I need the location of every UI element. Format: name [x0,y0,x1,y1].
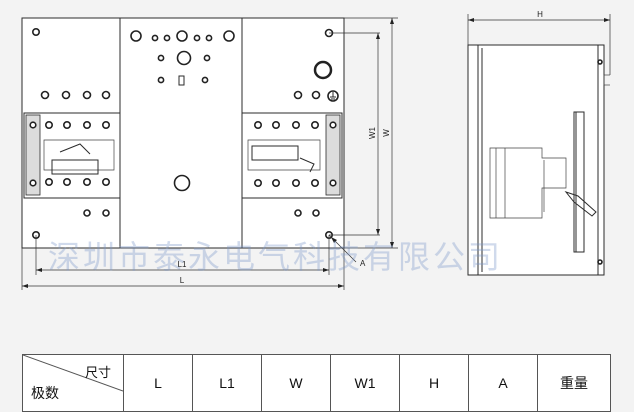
spec-table: 尺寸 极数 L L1 W W1 H A 重量 [22,354,611,412]
dim-label-a: A [360,259,366,268]
column-header-l1: L1 [192,354,262,412]
side-dimensions: H [467,10,611,75]
front-view [21,17,345,249]
column-header-weight: 重量 [537,354,611,412]
column-header-l: L [123,354,193,412]
terminal-holes-right-top [293,90,321,100]
table-header-row: 尺寸 极数 L L1 W W1 H A 重量 [22,354,611,412]
table-corner-cell: 尺寸 极数 [22,354,124,412]
diagonal-divider [23,355,123,392]
column-header-w1: W1 [330,354,400,412]
ground-symbol [327,90,339,102]
dim-label-w: W [382,129,391,137]
center-panel-holes [130,30,235,192]
switch-block-right [241,112,343,199]
corner-label-size: 尺寸 [84,365,111,380]
switch-block-left [23,112,121,199]
side-view [467,44,610,276]
handle-bar [573,111,585,253]
front-dimensions: W W1 L1 L A [21,17,398,290]
terminal-holes-left-top [40,90,111,100]
dim-label-l: L [180,276,185,285]
terminal-holes-bottom [83,209,320,217]
indicator-ring [313,60,333,80]
mounting-hole [31,27,40,36]
operating-handle [564,190,597,217]
corner-label-poles: 极数 [31,385,59,401]
dim-label-l1: L1 [178,260,187,269]
column-header-w: W [261,354,331,412]
dim-label-w1: W1 [368,126,377,139]
dim-label-h: H [537,10,543,19]
side-mechanism [489,147,567,219]
column-header-h: H [399,354,469,412]
column-header-a: A [468,354,538,412]
technical-drawing: W W1 L1 L A [21,10,611,290]
